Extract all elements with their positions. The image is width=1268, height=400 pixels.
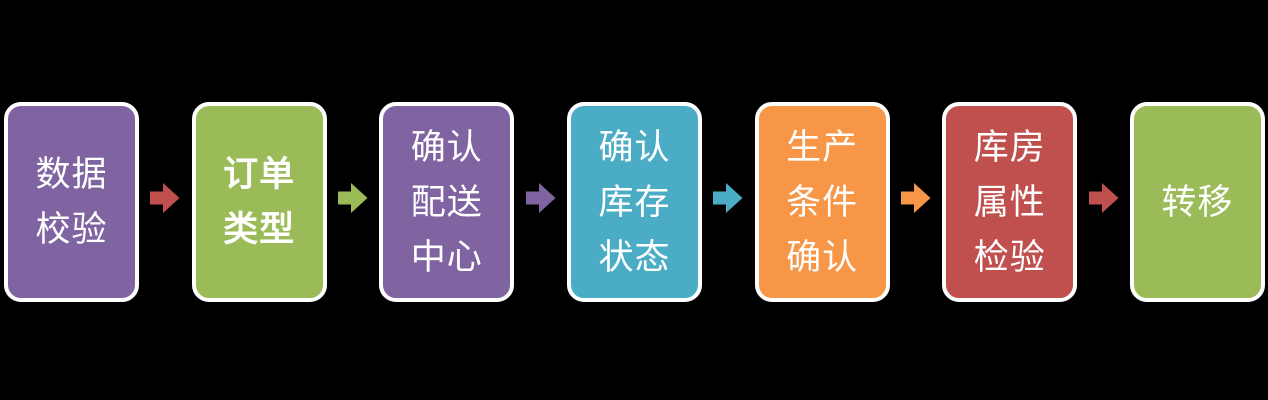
flow-step-label-line: 类型: [223, 210, 296, 249]
flow-step-label: 库房属性检验: [974, 120, 1046, 285]
flow-step-label: 数据校验: [35, 147, 107, 257]
flow-step-label-line: 确认: [410, 127, 483, 167]
flow-step-label-line: 条件: [786, 182, 859, 222]
flow-step-label-line: 数据: [35, 155, 108, 194]
flow-step-label-line: 转移: [1161, 182, 1234, 222]
flow-step-4: 确认库存状态: [566, 102, 702, 302]
flow-step-label-line: 库存: [598, 182, 671, 222]
process-flow: 数据校验订单类型确认配送中心确认库存状态生产条件确认库房属性检验转移: [0, 102, 1268, 302]
flow-step-7: 转移: [1129, 102, 1265, 302]
flow-step-3: 确认配送中心: [379, 102, 515, 302]
flow-step-6: 库房属性检验: [942, 102, 1078, 302]
flow-step-label-line: 订单: [223, 155, 296, 194]
flow-step-label: 确认配送中心: [411, 120, 483, 285]
flow-step-2: 订单类型: [191, 102, 327, 302]
flow-step-label-line: 中心: [410, 237, 483, 277]
flow-step-label-line: 库房: [973, 127, 1046, 167]
arrow-right-icon: [713, 182, 743, 214]
flow-step-5: 生产条件确认: [754, 102, 890, 302]
arrow-right-icon: [150, 182, 180, 214]
flow-step-label-line: 检验: [973, 237, 1046, 277]
flow-step-label-line: 确认: [598, 127, 671, 167]
flow-step-label: 确认库存状态: [598, 120, 670, 285]
flow-step-label-line: 生产: [786, 127, 859, 167]
flow-step-label-line: 确认: [786, 237, 859, 277]
flow-step-1: 数据校验: [4, 102, 139, 302]
flow-step-label-line: 校验: [35, 210, 108, 249]
arrow-right-icon: [337, 182, 368, 214]
flow-step-label: 转移: [1161, 175, 1233, 230]
flow-step-label: 订单类型: [223, 147, 295, 257]
flow-step-label-line: 配送: [410, 182, 483, 222]
flow-step-label: 生产条件确认: [786, 120, 858, 285]
arrow-right-icon: [1088, 182, 1119, 214]
flow-step-label-line: 状态: [598, 237, 671, 277]
flow-step-label-line: 属性: [973, 182, 1046, 222]
arrow-right-icon: [525, 182, 556, 214]
arrow-right-icon: [900, 182, 931, 214]
